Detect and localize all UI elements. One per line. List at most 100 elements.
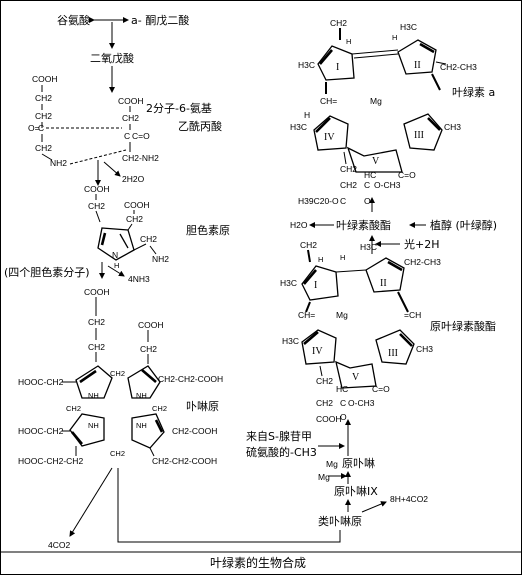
phytol-label: 植醇 (叶绿醇)	[430, 218, 497, 232]
sam-line2: 硫氨酸的-CH3	[246, 445, 317, 459]
uro-ring-b	[127, 365, 161, 399]
pchl-ring-iv-label: IV	[312, 346, 323, 357]
pchl-ch3: CH3	[416, 344, 433, 354]
chlorophyll-label: 叶绿素 a	[452, 85, 495, 99]
arrow-to-ammonia	[107, 265, 125, 277]
pchl-c: C	[340, 398, 346, 408]
chl-h3c-a: H3C	[298, 60, 315, 70]
uro-side-ch2ch2cooh: CH2-CH2-COOH	[158, 374, 223, 384]
ala2-ch2-a: CH2	[122, 113, 139, 123]
proto-label: 原卟啉IX	[334, 485, 378, 498]
sam-line1: 来自S-腺苷甲	[246, 429, 312, 443]
pchl-ch-right: =CH	[404, 310, 421, 320]
caption: 叶绿素的生物合成	[210, 555, 306, 570]
copro-label: 类卟啉原	[318, 514, 362, 528]
pchl-ch2-b: CH2	[316, 398, 333, 408]
ammonia-release: 4NH3	[128, 274, 150, 284]
pchl-ch-left: CH=	[298, 310, 315, 320]
chl-ethyl: CH2-CH3	[440, 62, 477, 72]
uro-ring-c	[69, 413, 105, 447]
uro-side-ch2-ch2-cooh: CH2-CH2-COOH	[152, 456, 217, 466]
arrow-to-water	[103, 161, 121, 177]
pchl-label: 原叶绿素酸酯	[430, 319, 496, 333]
pchl-co: C=O	[372, 384, 390, 394]
light-label: 光+2H	[404, 237, 440, 251]
chl-ch2-b: CH2	[340, 180, 357, 190]
pchl-ring-v-label: V	[352, 372, 360, 383]
chl-ring-iv-label: IV	[324, 132, 335, 143]
path-to-copro	[117, 468, 341, 543]
uro-side-hooc-ch2-a: HOOC-CH2	[18, 377, 64, 387]
pbg-pyrrole-ring	[97, 227, 135, 261]
chl-ring-v	[346, 146, 403, 173]
water-release: 2H2O	[122, 174, 145, 184]
pchl-ring-ii	[365, 257, 405, 293]
water-out: H2O	[290, 220, 308, 230]
uro-side-hooc-ch2-b: HOOC-CH2	[18, 426, 64, 436]
chl-ring-ii	[397, 39, 437, 75]
chl-ring-iv	[313, 115, 349, 151]
pchl-bridge-h: H	[340, 253, 345, 262]
uro-cooh-b: COOH	[138, 320, 164, 330]
ala1-ch2-a: CH2	[35, 93, 52, 103]
uro-bridge-ch2-right: CH2	[152, 404, 167, 413]
ketoglutarate-label: a- 酮戊二酸	[131, 13, 189, 27]
uro-bridge-ch2-left: CH2	[66, 404, 81, 413]
chl-c: C	[364, 180, 370, 190]
pbg-nh: N	[112, 250, 118, 260]
chl-ch2-a: CH2	[340, 164, 357, 174]
chl-h3c-c: H3C	[290, 122, 307, 132]
chl-bridge-h: H	[392, 33, 397, 42]
mg-in: Mg	[318, 472, 330, 482]
ala2-cooh: COOH	[118, 96, 144, 106]
pchl-o: O	[340, 412, 347, 422]
chl-ring-v-label: V	[372, 156, 380, 167]
chl-h3c-b: H3C	[400, 22, 417, 32]
chl-ester-c: C	[340, 196, 346, 206]
ala2-c: C	[124, 131, 130, 141]
chlorophyllide-label: 叶绿素酸酯	[336, 218, 391, 232]
chl-hc: HC	[364, 170, 376, 180]
mg-label: Mg	[326, 459, 338, 469]
uro-label: 卟啉原	[186, 400, 219, 413]
uro-ch2-a: CH2	[88, 317, 105, 327]
dioxovalerate-label: 二氧戊酸	[90, 51, 134, 65]
uro-bridge-ch2-top: CH2	[110, 369, 125, 378]
pbg-cooh-b: COOH	[124, 200, 150, 210]
chl-ring-i-label: I	[336, 62, 339, 73]
uro-cooh-a: COOH	[84, 287, 110, 297]
chl-ring-iii	[403, 113, 443, 151]
pchl-h3c-b: H3C	[360, 242, 377, 252]
uro-side-ch2cooh: CH2-COOH	[172, 426, 217, 436]
uro-nh-a: NH	[88, 391, 99, 400]
pchl-ch-a: H	[318, 255, 323, 264]
ala1-ch2-c: CH2	[35, 143, 52, 153]
pbg-ch2-c: CH2	[140, 234, 157, 244]
chl-h: H	[304, 110, 310, 120]
ala1-c: C	[38, 123, 44, 133]
ala2-ch2nh2: CH2-NH2	[122, 153, 159, 163]
mg-proto-label: 原卟啉	[342, 457, 375, 470]
ala1-ch2-b: CH2	[35, 111, 52, 121]
arrow-to-co2	[69, 467, 113, 537]
pchl-ring-ii-label: II	[380, 278, 387, 289]
co2-h-release: 8H+4CO2	[390, 494, 428, 504]
ala1-cooh: COOH	[32, 74, 58, 84]
ala-label-line1: 2分子-6-氨基	[146, 102, 212, 115]
uro-ch2-b: CH2	[88, 342, 105, 352]
ala2-keto: C=O	[132, 131, 150, 141]
glutamate-label: 谷氨酸	[57, 13, 90, 27]
uro-ring-a	[75, 365, 113, 399]
uro-ring-d	[131, 413, 165, 449]
pchl-ring-iv	[301, 329, 337, 365]
pchl-ring-v	[335, 360, 377, 389]
pbg-ch2-b: CH2	[126, 214, 143, 224]
chl-ch2-top: CH2	[330, 18, 347, 28]
uro-nh-b: NH	[136, 391, 147, 400]
chl-ch-left: CH=	[320, 96, 337, 106]
chl-co: C=O	[398, 170, 416, 180]
uro-nh-c: NH	[88, 421, 99, 430]
pchl-o-ch3: O-CH3	[348, 398, 375, 408]
pchl-ethyl: CH2-CH3	[404, 257, 441, 267]
